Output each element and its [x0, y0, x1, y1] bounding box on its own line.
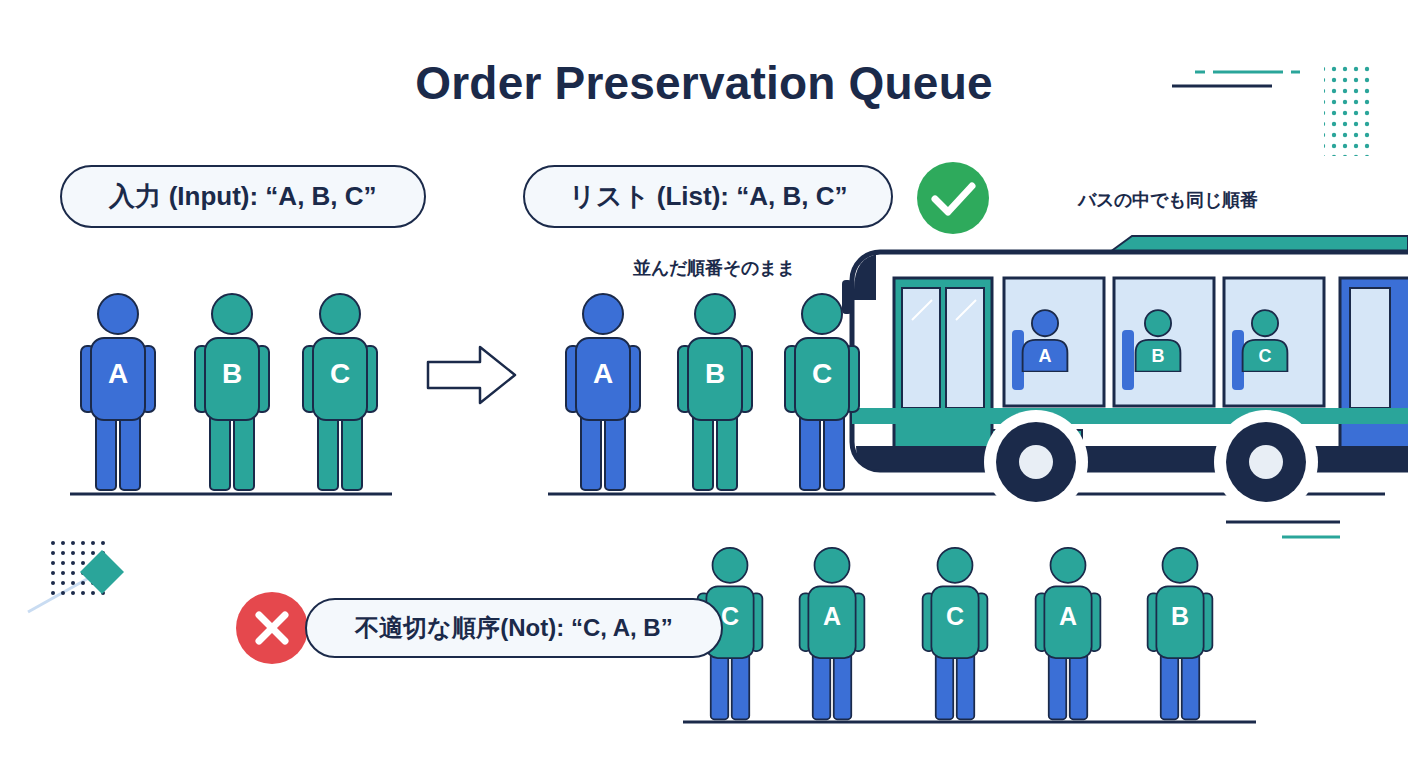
person-letter: B	[705, 358, 725, 390]
person-figure	[1148, 548, 1213, 720]
wheel-arch	[984, 410, 1088, 514]
wheel-hub	[1019, 445, 1053, 479]
bus-wheel	[996, 422, 1076, 502]
label-pill: リスト (List): “A, B, C”	[523, 165, 893, 228]
bus-door	[894, 278, 992, 466]
note-text: バスの中でも同じ順番	[1078, 188, 1258, 212]
door-glass	[1350, 288, 1390, 408]
bus-window	[1004, 278, 1104, 406]
bus-stripe	[852, 408, 1408, 424]
pill-text: 入力 (Input): “A, B, C”	[109, 179, 376, 214]
cross-icon	[236, 592, 308, 664]
person-letter: B	[222, 358, 242, 390]
deco-line	[1282, 536, 1340, 539]
person-figure	[923, 548, 988, 720]
cross-mark	[259, 615, 285, 641]
person-figure	[785, 294, 859, 490]
passenger-letter: B	[1152, 346, 1165, 367]
glass-shine	[912, 300, 932, 320]
passenger-letter: C	[1259, 346, 1272, 367]
flow-arrow	[428, 347, 515, 403]
diagram-title: Order Preservation Queue	[0, 56, 1408, 110]
door-glass	[946, 288, 984, 408]
passenger-figure	[1243, 310, 1288, 372]
ground-line	[683, 721, 1256, 724]
bus-seat	[1122, 330, 1134, 390]
check-mark	[935, 186, 972, 212]
person-letter: A	[1059, 602, 1077, 631]
person-letter: A	[108, 358, 128, 390]
passenger-figure	[1023, 310, 1068, 372]
person-letter: A	[823, 602, 841, 631]
cross-mark	[259, 615, 285, 641]
bus-wheel	[1226, 422, 1306, 502]
person-letter: C	[721, 602, 739, 631]
person-figure	[678, 294, 752, 490]
bus-window	[1114, 278, 1214, 406]
wheel-hub	[1249, 445, 1283, 479]
ground-line	[70, 493, 392, 496]
bus-front	[854, 254, 880, 300]
person-letter: B	[1171, 602, 1189, 631]
note-text: 並んだ順番そのまま	[633, 256, 795, 280]
label-pill: 入力 (Input): “A, B, C”	[60, 165, 426, 228]
bus-window	[1224, 278, 1324, 406]
window-rail	[1004, 372, 1324, 373]
deco-dots	[1324, 64, 1370, 156]
deco-line	[1226, 521, 1340, 524]
person-figure	[566, 294, 640, 490]
passenger-figure	[1136, 310, 1181, 372]
person-figure	[303, 294, 377, 490]
wheel-arch	[1214, 410, 1318, 514]
person-figure	[195, 294, 269, 490]
deco-line	[1172, 85, 1272, 88]
person-letter: C	[812, 358, 832, 390]
bus-body	[852, 252, 1408, 470]
label-pill: 不適切な順序(Not): “C, A, B”	[305, 598, 723, 658]
person-figure	[800, 548, 865, 720]
glass-shine	[956, 300, 976, 320]
bus-mirror	[842, 280, 852, 314]
bus-skirt	[856, 446, 1408, 470]
door-glass	[902, 288, 940, 408]
passenger-letter: A	[1039, 346, 1052, 367]
person-letter: C	[946, 602, 964, 631]
person-figure	[1036, 548, 1101, 720]
person-letter: C	[330, 358, 350, 390]
person-letter: A	[593, 358, 613, 390]
person-figure	[81, 294, 155, 490]
pill-text: リスト (List): “A, B, C”	[569, 179, 848, 214]
deco-line	[1195, 71, 1300, 74]
pill-text: 不適切な順序(Not): “C, A, B”	[355, 612, 672, 644]
check-icon	[917, 162, 989, 234]
bus-door	[1340, 278, 1408, 466]
deco-diamond	[80, 550, 124, 594]
